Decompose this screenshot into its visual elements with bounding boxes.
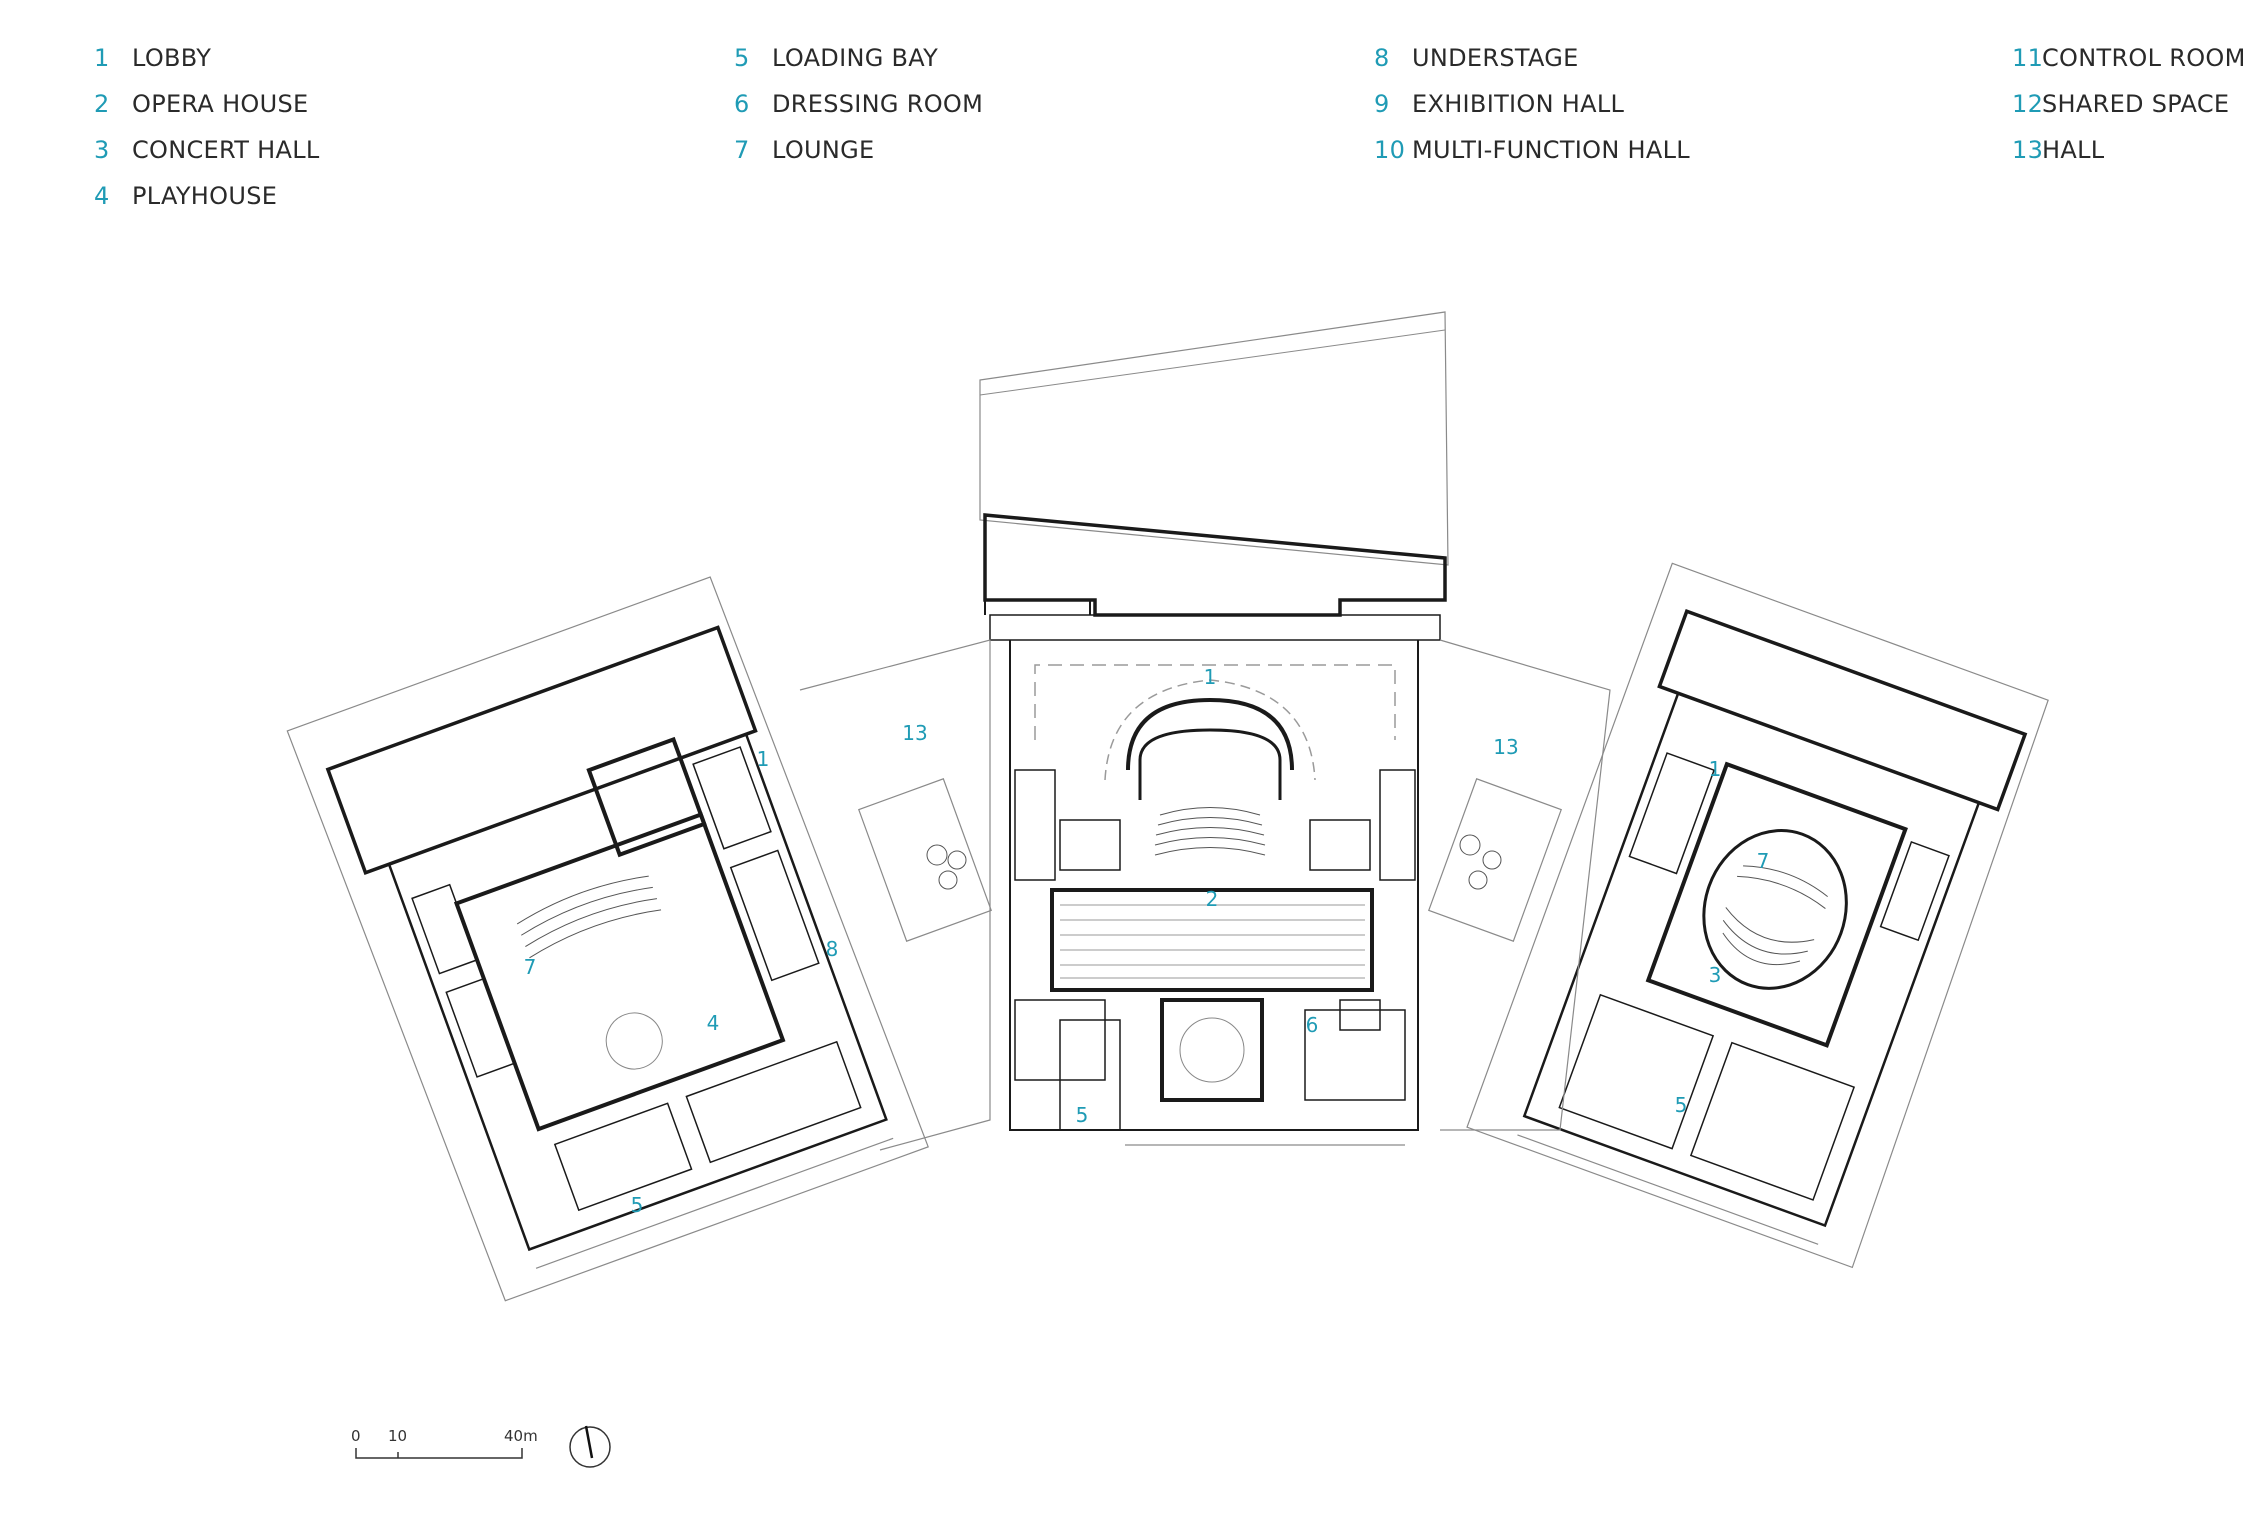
tag-dressing-room: 6 xyxy=(1306,1013,1319,1037)
scale-label-0: 0 xyxy=(351,1427,361,1445)
tag-lounge-right: 7 xyxy=(1757,849,1770,873)
north-arrow-icon xyxy=(569,1425,611,1468)
left-hall-court xyxy=(799,639,992,1151)
right-hall-court xyxy=(1428,639,1611,1131)
right-wing xyxy=(1466,562,2049,1269)
tag-lobby-center: 1 xyxy=(1204,665,1217,689)
tag-loading-bay-right: 5 xyxy=(1675,1093,1688,1117)
scale-label-40m: 40m xyxy=(504,1427,538,1445)
tag-lobby-left: 1 xyxy=(757,747,770,771)
left-wing xyxy=(286,576,929,1302)
tag-loading-bay-left: 5 xyxy=(631,1193,644,1217)
tag-hall-left: 13 xyxy=(902,721,927,745)
tag-concert-hall: 3 xyxy=(1709,963,1722,987)
tag-lounge-left: 7 xyxy=(524,955,537,979)
tag-hall-right: 13 xyxy=(1493,735,1518,759)
tag-understage: 8 xyxy=(826,937,839,961)
room-tags: 1 13 2 6 5 8 4 7 1 5 13 1 7 3 5 xyxy=(524,665,1770,1217)
tag-playhouse: 4 xyxy=(707,1011,720,1035)
central-wing xyxy=(979,311,1449,1146)
tag-loading-bay-center: 5 xyxy=(1076,1103,1089,1127)
tag-lobby-right: 1 xyxy=(1709,757,1722,781)
scale-bar: 0 10 40m xyxy=(351,1427,538,1459)
scale-label-10: 10 xyxy=(388,1427,407,1445)
tag-opera-house: 2 xyxy=(1206,887,1219,911)
